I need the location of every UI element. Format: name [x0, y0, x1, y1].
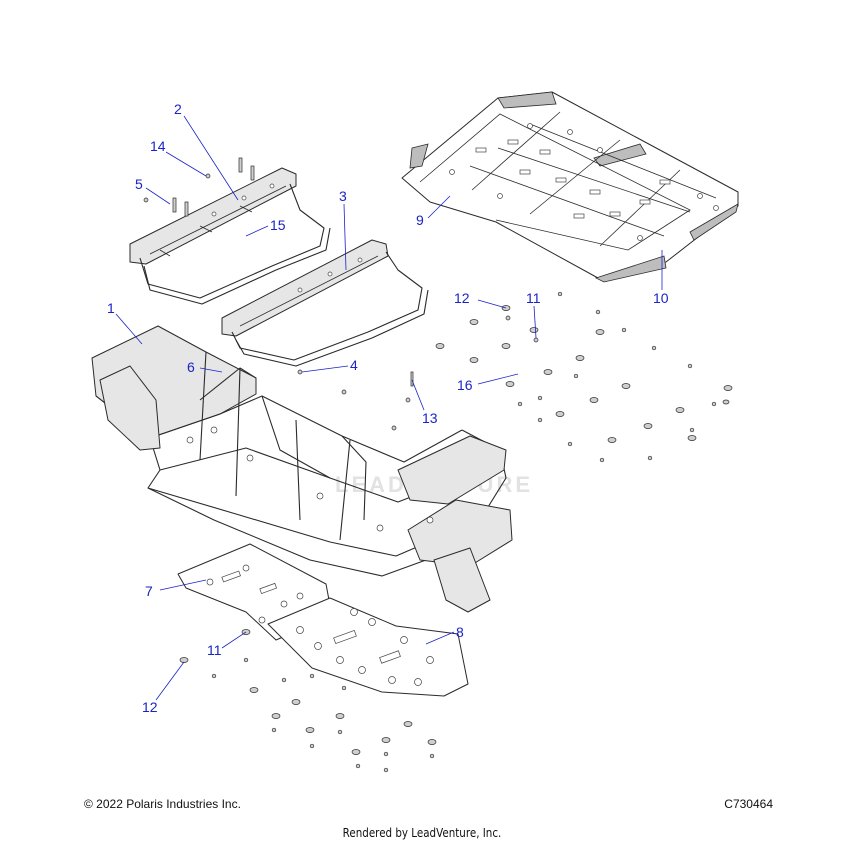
hardware-lower-nuts: [179, 629, 437, 773]
copyright-text: © 2022 Polaris Industries Inc.: [84, 797, 241, 811]
skid-plate-rear: [267, 597, 469, 697]
callout-6: 6: [187, 359, 195, 375]
cargo-floor-panel: [401, 91, 739, 283]
callout-15: 15: [270, 217, 286, 233]
seat-frame-upper: [129, 167, 331, 305]
callout-labels: 1 2 3 4 5 6 7 8 9 10 11 11 12 12 13 14 1…: [107, 101, 669, 715]
callout-1: 1: [107, 300, 115, 316]
seat-bolts: [143, 157, 255, 217]
callout-12-lower: 12: [142, 699, 158, 715]
hardware-nuts: [297, 291, 733, 463]
leader-lines: [115, 115, 663, 701]
main-chassis-frame: [91, 325, 513, 613]
callout-5: 5: [135, 176, 143, 192]
callout-10: 10: [653, 290, 669, 306]
diagram-code: C730464: [724, 797, 773, 811]
callout-11-upper: 11: [526, 290, 541, 306]
seat-frame-middle: [221, 239, 429, 367]
callout-14: 14: [150, 138, 166, 154]
callout-7: 7: [145, 583, 153, 599]
callout-4: 4: [350, 357, 358, 373]
callout-16: 16: [457, 377, 473, 393]
callout-9: 9: [416, 212, 424, 228]
callout-13: 13: [422, 410, 438, 426]
callout-3: 3: [339, 188, 347, 204]
floor-panel-holes: [449, 123, 719, 241]
callout-2: 2: [174, 101, 182, 117]
callout-12-upper: 12: [454, 290, 470, 306]
callout-8: 8: [456, 624, 464, 640]
rendered-by-text: Rendered by LeadVenture, Inc.: [342, 826, 502, 840]
callout-11-lower: 11: [207, 642, 222, 658]
